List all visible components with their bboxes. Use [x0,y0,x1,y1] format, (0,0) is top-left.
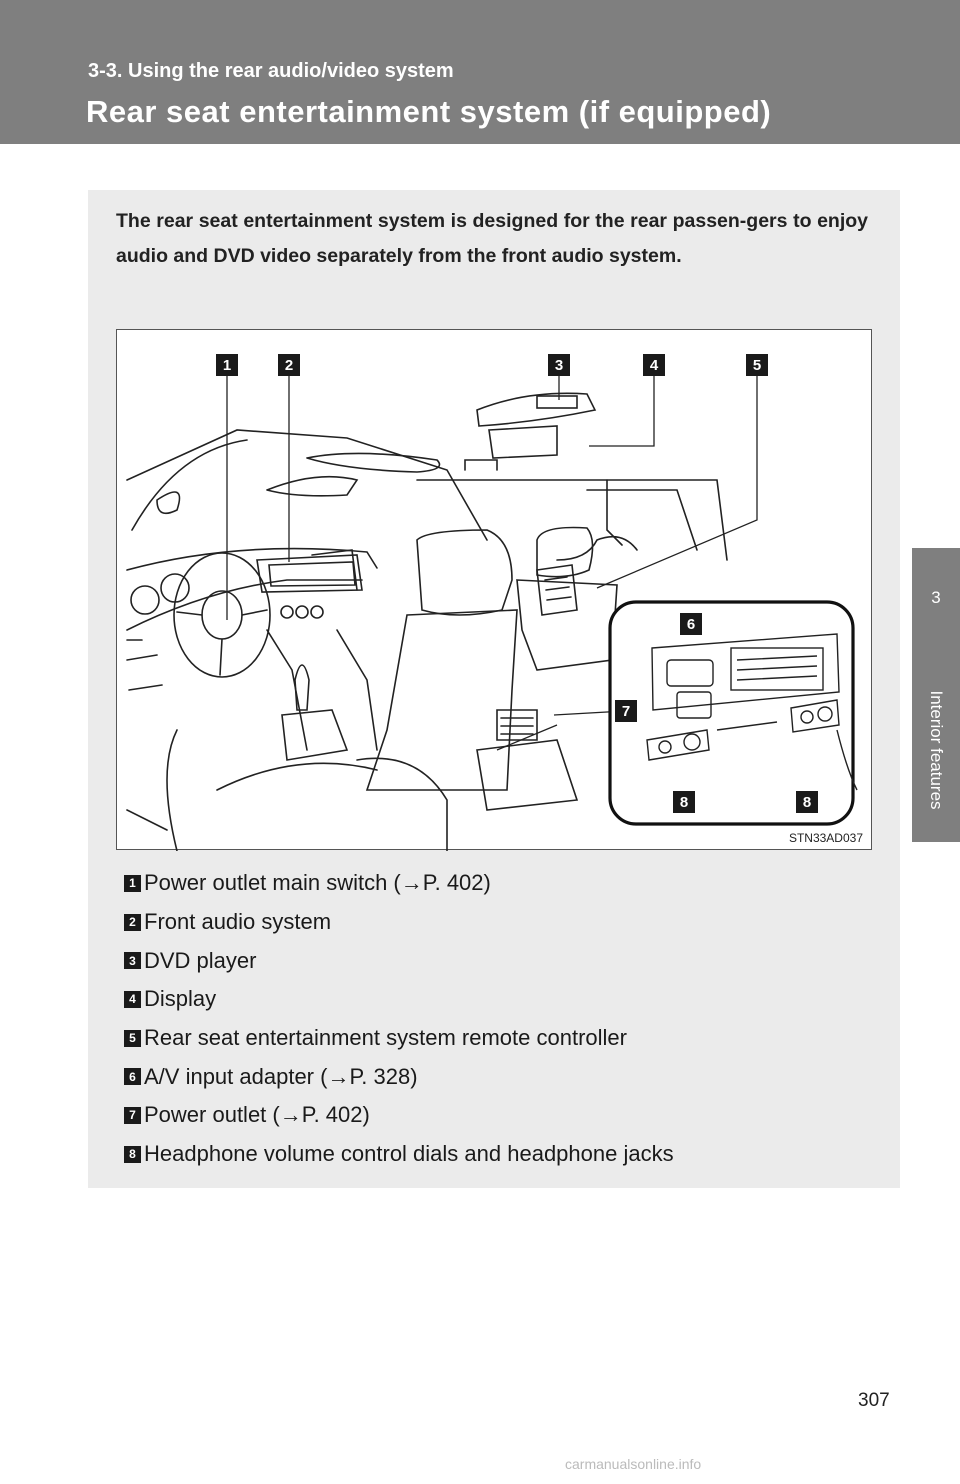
item-number-badge: 4 [124,990,141,1008]
figure-id: STN33AD037 [788,831,863,845]
list-item: 3 DVD player [124,941,674,980]
item-number-badge: 8 [124,1145,141,1163]
callout-1: 1 [216,354,238,376]
item-number-badge: 2 [124,913,141,931]
callout-6: 6 [680,613,702,635]
callout-2: 2 [278,354,300,376]
item-number-badge: 3 [124,952,141,970]
item-text: DVD player [144,947,257,973]
item-text: Front audio system [144,909,332,935]
item-text: Headphone volume control dials and headp… [144,1141,674,1167]
interior-line-drawing [126,367,858,851]
callout-4: 4 [643,354,665,376]
item-number-badge: 6 [124,1068,141,1086]
page-title: Rear seat entertainment system (if equip… [86,94,772,129]
item-number-badge: 7 [124,1106,141,1124]
legend-list: 1 Power outlet main switch (→P. 402) 2 F… [124,864,674,1174]
page-header: 3-3. Using the rear audio/video system R… [0,0,960,144]
intro-paragraph: The rear seat entertainment system is de… [116,210,868,267]
item-text: A/V input adapter (→P. 328) [144,1063,418,1089]
item-text: Rear seat entertainment system remote co… [144,1025,627,1051]
callout-3: 3 [548,354,570,376]
callout-8b: 8 [796,791,818,813]
section-heading: 3-3. Using the rear audio/video system [88,60,454,82]
list-item: 6 A/V input adapter (→P. 328) [124,1057,674,1096]
vehicle-interior-illustration: 1 2 3 4 5 6 7 8 8 STN33AD037 [116,329,872,851]
item-text: Power outlet main switch (→P. 402) [144,870,491,896]
callout-8a: 8 [673,791,695,813]
page-number: 307 [858,1390,890,1411]
chapter-number: 3 [931,588,941,607]
list-item: 5 Rear seat entertainment system remote … [124,1019,674,1058]
list-item: 2 Front audio system [124,903,674,942]
callout-5: 5 [746,354,768,376]
item-text: Power outlet (→P. 402) [144,1102,370,1128]
callout-7: 7 [615,700,637,722]
watermark: carmanualsonline.info [565,1456,702,1472]
chapter-label: Interior features [927,690,946,810]
item-number-badge: 5 [124,1029,141,1047]
list-item: 7 Power outlet (→P. 402) [124,1096,674,1135]
item-text: Display [144,986,217,1012]
chapter-side-tab: 3 Interior features [912,548,960,842]
item-number-badge: 1 [124,874,141,892]
list-item: 4 Display [124,980,674,1019]
list-item: 1 Power outlet main switch (→P. 402) [124,864,674,903]
list-item: 8 Headphone volume control dials and hea… [124,1135,674,1174]
